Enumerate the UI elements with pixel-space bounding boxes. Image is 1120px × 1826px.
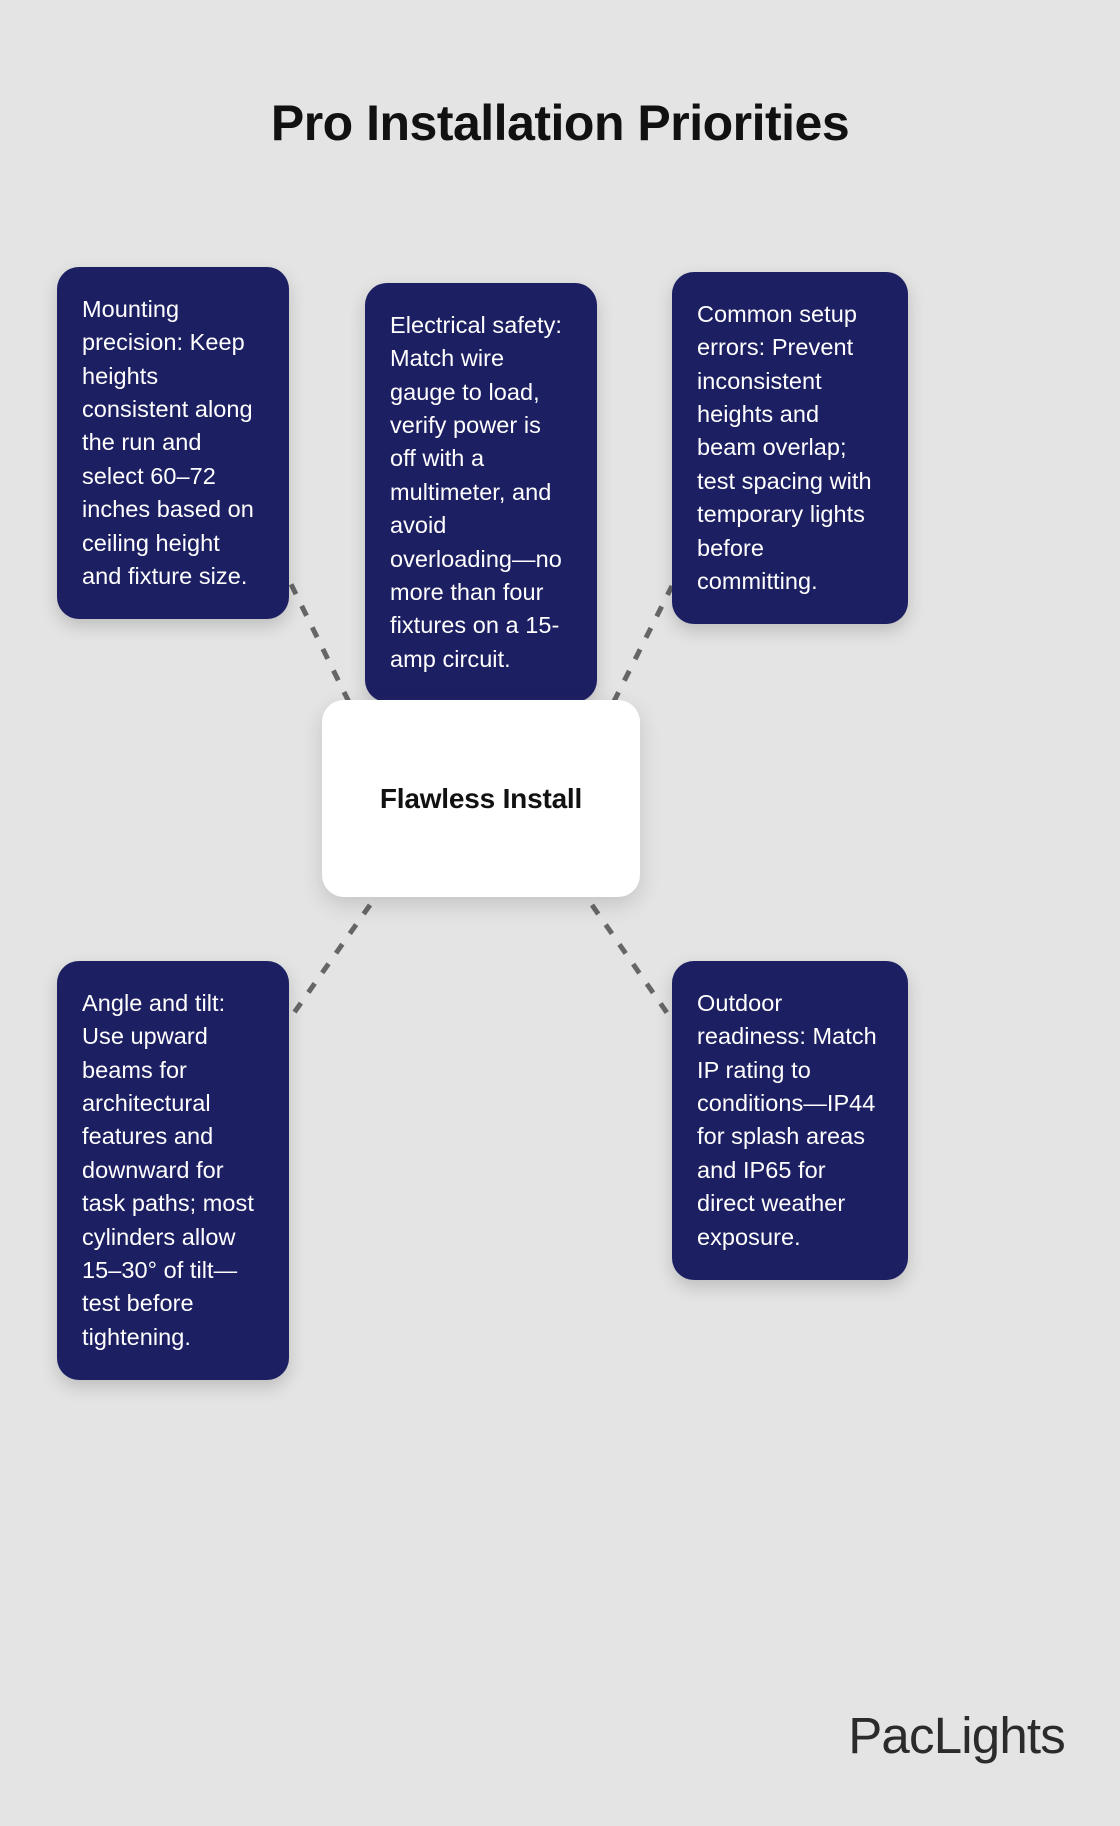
priority-card-outdoor-readiness[interactable]: Outdoor readiness: Match IP rating to co… (672, 961, 908, 1280)
priority-card-electrical-safety[interactable]: Electrical safety: Match wire gauge to l… (365, 283, 597, 702)
priority-card-common-setup-errors[interactable]: Common setup errors: Prevent inconsisten… (672, 272, 908, 625)
priority-card-mounting-precision[interactable]: Mounting precision: Keep heights consist… (57, 267, 289, 620)
connector-center-to-card-5 (589, 903, 675, 1022)
priority-card-angle-and-tilt[interactable]: Angle and tilt: Use upward beams for arc… (57, 961, 289, 1380)
center-node[interactable]: Flawless Install (322, 700, 640, 897)
page-title: Pro Installation Priorities (270, 95, 850, 151)
center-node-label: Flawless Install (379, 782, 583, 814)
brand-logo-paclights: PacLights (848, 1707, 1066, 1764)
connector-center-to-card-4 (286, 903, 373, 1022)
